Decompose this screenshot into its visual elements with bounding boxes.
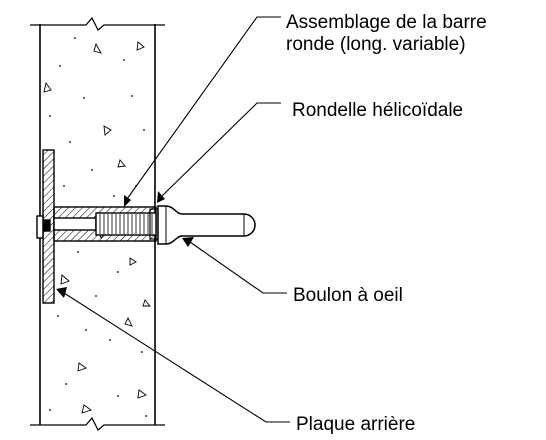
leader-lines (63, 16, 290, 423)
label-bar-assembly: Assemblage de la barre ronde (long. vari… (286, 12, 487, 56)
label-bar-assembly-line1: Assemblage de la barre (286, 12, 487, 33)
label-helical-washer: Rondelle hélicoïdale (292, 100, 464, 121)
concrete-specks (49, 37, 147, 417)
leader-arrowheads (56, 191, 194, 298)
label-eye-bolt: Boulon à oeil (293, 285, 403, 306)
concrete-texture (43, 41, 151, 414)
bar-assembly (53, 206, 157, 242)
eye-bolt (157, 205, 256, 245)
label-bar-assembly-line2: ronde (long. variable) (286, 34, 466, 55)
back-plate (36, 149, 55, 304)
label-back-plate: Plaque arrière (296, 414, 416, 435)
